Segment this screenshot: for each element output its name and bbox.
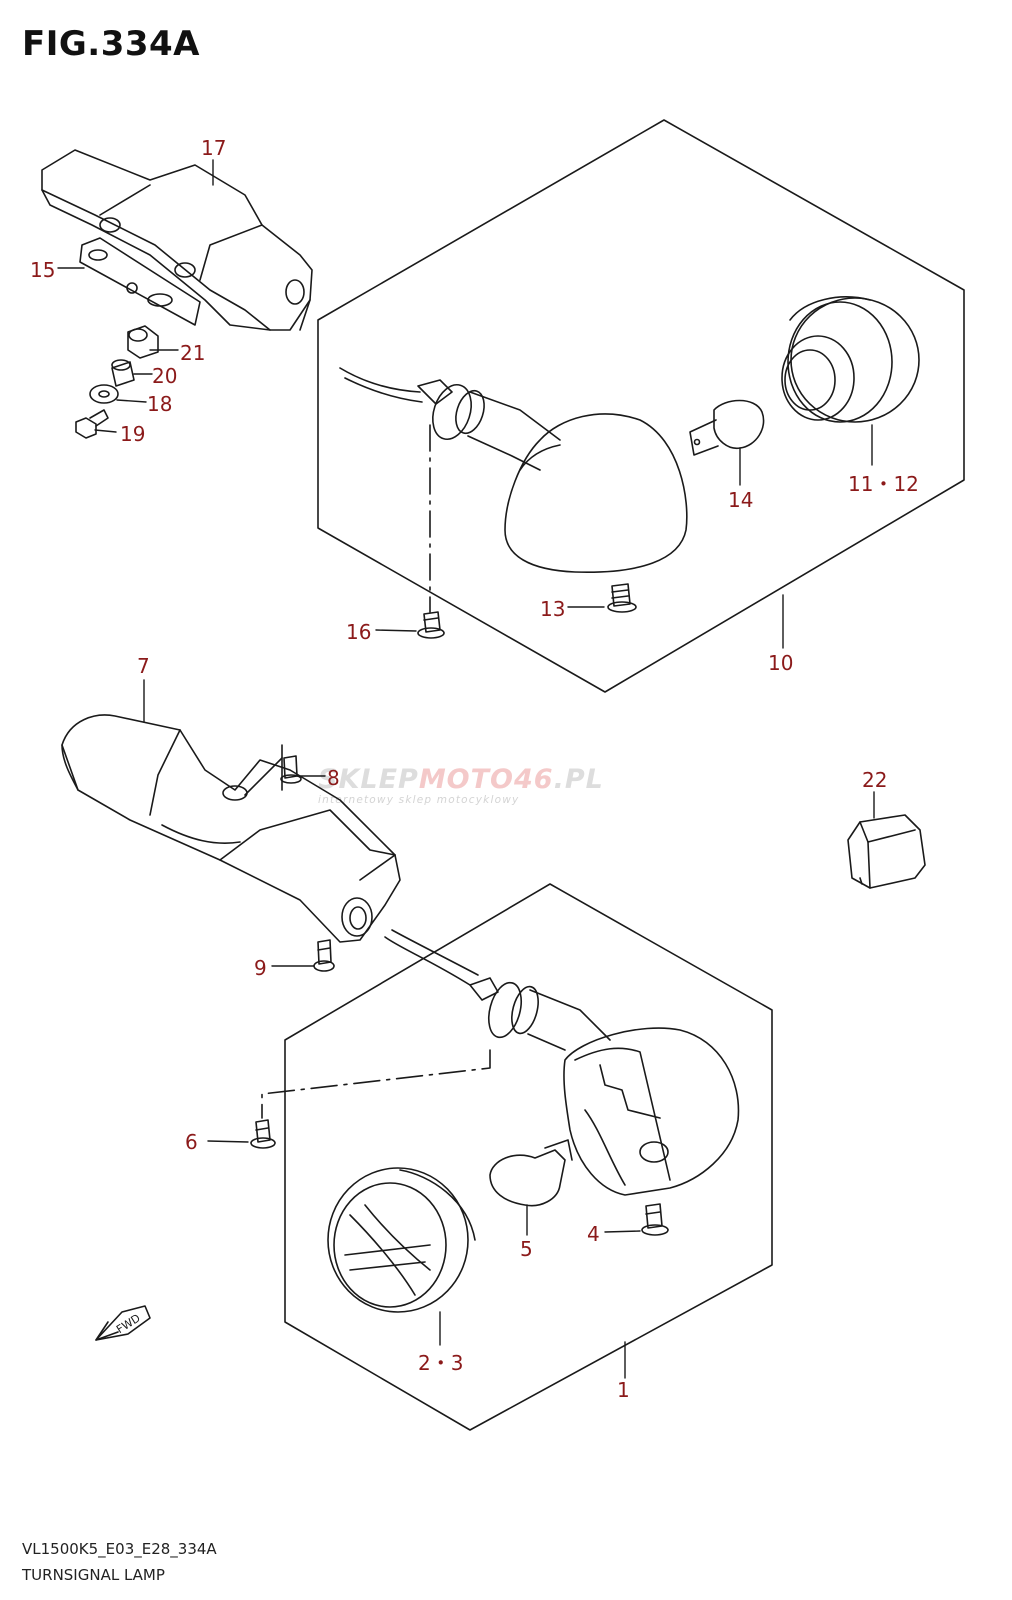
front-signal-bulb-5 xyxy=(489,1139,573,1207)
callout-15[interactable]: 15 xyxy=(30,258,56,282)
callout-4[interactable]: 4 xyxy=(587,1222,600,1246)
rear-signal-lamp-body xyxy=(339,367,688,573)
assembly-10-frame xyxy=(317,119,965,693)
screw-9 xyxy=(313,939,335,972)
callout-5[interactable]: 5 xyxy=(520,1237,533,1261)
callout-17[interactable]: 17 xyxy=(201,136,227,160)
front-bracket-7 xyxy=(61,714,401,943)
fwd-arrow-icon: FWD xyxy=(95,1305,151,1341)
callout-6[interactable]: 6 xyxy=(185,1130,198,1154)
callout-16[interactable]: 16 xyxy=(346,620,372,644)
callout-20[interactable]: 20 xyxy=(152,364,178,388)
callout-2-3[interactable]: 2・3 xyxy=(418,1351,464,1375)
diagram-caption: TURNSIGNAL LAMP xyxy=(22,1566,165,1584)
rear-signal-lens-11-12 xyxy=(781,296,920,423)
callout-7[interactable]: 7 xyxy=(137,654,150,678)
callout-18[interactable]: 18 xyxy=(147,392,173,416)
callout-10[interactable]: 10 xyxy=(768,651,794,675)
callout-19[interactable]: 19 xyxy=(120,422,146,446)
washer-18 xyxy=(89,384,119,404)
relay-22 xyxy=(847,814,926,889)
assembly-1-frame xyxy=(284,883,773,1431)
leader-lines xyxy=(57,159,875,1379)
callout-9[interactable]: 9 xyxy=(254,956,267,980)
alignment-line-6 xyxy=(261,1049,491,1119)
screw-8 xyxy=(280,755,302,784)
screw-13 xyxy=(607,583,637,613)
screw-4 xyxy=(641,1203,669,1236)
callout-8[interactable]: 8 xyxy=(327,766,340,790)
screw-6 xyxy=(250,1119,276,1149)
watermark-tagline: internetowy sklep motocyklowy xyxy=(318,794,520,806)
screw-16 xyxy=(417,611,445,639)
rear-bracket-17 xyxy=(41,149,313,331)
collar-20 xyxy=(111,359,135,387)
callout-21[interactable]: 21 xyxy=(180,341,206,365)
rear-signal-bulb-14 xyxy=(689,399,765,456)
front-signal-body xyxy=(384,929,740,1196)
watermark-logo: SKLEPMOTO46.PL xyxy=(318,764,604,795)
callout-14[interactable]: 14 xyxy=(728,488,754,512)
callout-13[interactable]: 13 xyxy=(540,597,566,621)
gasket-15 xyxy=(79,237,201,326)
bolt-19 xyxy=(75,409,109,439)
front-signal-lens-2-3 xyxy=(327,1167,476,1313)
nut-21 xyxy=(127,325,159,359)
diagram-reference-code: VL1500K5_E03_E28_334A xyxy=(22,1540,217,1558)
callout-1[interactable]: 1 xyxy=(617,1378,630,1402)
figure-title: FIG.334A xyxy=(22,24,200,64)
callout-11-12[interactable]: 11・12 xyxy=(848,472,919,496)
callout-22[interactable]: 22 xyxy=(862,768,888,792)
